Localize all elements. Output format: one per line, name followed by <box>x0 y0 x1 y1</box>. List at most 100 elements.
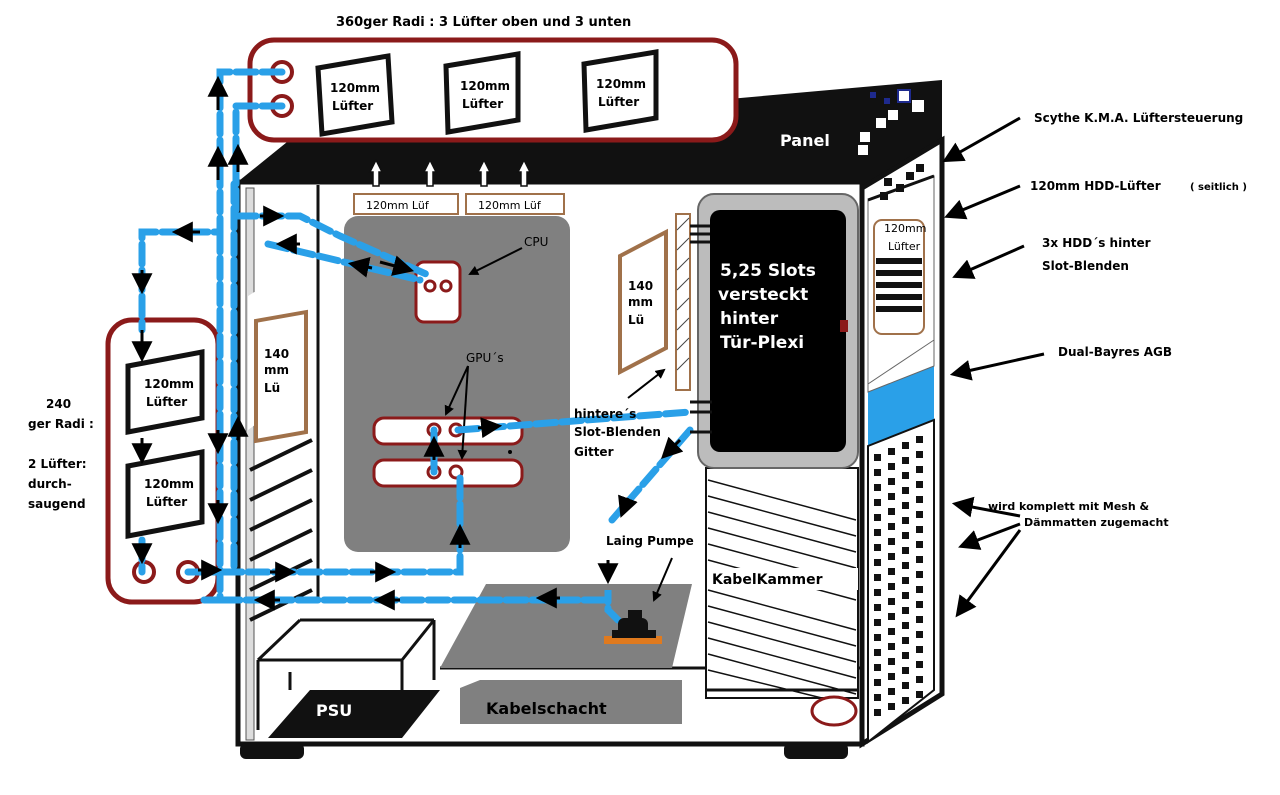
gpu-label: GPU´s <box>466 351 504 365</box>
mesh-hole <box>888 463 895 470</box>
mesh-hole <box>874 679 881 686</box>
svg-text:Lüfter: Lüfter <box>146 495 187 509</box>
mesh-hole <box>874 544 881 551</box>
mesh-hole <box>916 511 923 518</box>
mesh-hole <box>902 667 909 674</box>
mesh-hole <box>888 673 895 680</box>
side-radiator-label-3: 2 Lüfter: <box>28 457 87 471</box>
svg-text:mm: mm <box>264 363 289 377</box>
mesh-hole <box>916 631 923 638</box>
cpu-label: CPU <box>524 235 548 249</box>
drive-bay-door <box>710 210 846 452</box>
mesh-hole <box>902 472 909 479</box>
svg-text:120mm Lüf: 120mm Lüf <box>478 199 542 212</box>
mesh-hole <box>874 484 881 491</box>
svg-text:120mm: 120mm <box>460 79 510 93</box>
cable-chamber-label: KabelKammer <box>712 572 823 588</box>
slots-label-line3: hinter <box>720 309 779 329</box>
mesh-hole <box>874 694 881 701</box>
rear-grill-label-2: Slot-Blenden <box>574 425 661 439</box>
flow-arrows <box>131 75 684 611</box>
inner-fan-140: 140 mm Lü <box>618 228 668 376</box>
hdd-label-2: Slot-Blenden <box>1042 259 1129 273</box>
hdd-fan-inner-label-a: 120mm <box>884 222 926 235</box>
hdd-label-1: 3x HDD´s hinter <box>1042 236 1151 250</box>
mesh-hole <box>874 454 881 461</box>
front-side: 120mm Lüfter <box>867 164 935 745</box>
mesh-hole <box>874 559 881 566</box>
rear-slot-grill <box>675 213 691 391</box>
mesh-hole <box>874 589 881 596</box>
top-fan-1: 120mm Lüfter <box>315 53 395 137</box>
airflow-arrows <box>368 158 532 187</box>
mesh-hole <box>916 601 923 608</box>
side-fan-2: 120mm Lüfter <box>125 448 205 540</box>
mesh-hole <box>902 682 909 689</box>
mesh-hole <box>888 493 895 500</box>
mesh-hole <box>888 583 895 590</box>
mesh-hole <box>902 562 909 569</box>
mesh-hole <box>874 664 881 671</box>
mesh-hole <box>902 592 909 599</box>
side-radiator-label-1: 240 <box>46 397 71 411</box>
mesh-label-1: wird komplett mit Mesh & <box>988 500 1149 513</box>
mesh-hole <box>916 436 923 443</box>
mesh-hole <box>916 466 923 473</box>
mesh-hole <box>916 616 923 623</box>
svg-text:Lüfter: Lüfter <box>146 395 187 409</box>
svg-text:120mm: 120mm <box>330 81 380 95</box>
mesh-hole <box>888 523 895 530</box>
svg-text:mm: mm <box>628 295 653 309</box>
mesh-hole <box>888 553 895 560</box>
mesh-hole <box>902 697 909 704</box>
svg-text:120mm: 120mm <box>596 77 646 91</box>
mesh-hole <box>916 451 923 458</box>
mesh-hole <box>888 598 895 605</box>
svg-text:140: 140 <box>264 347 289 361</box>
side-radiator-label-2: ger Radi : <box>28 417 94 431</box>
mesh-hole <box>874 499 881 506</box>
pump-plate <box>440 584 692 668</box>
mesh-hole <box>916 541 923 548</box>
cable-grommet <box>810 695 858 727</box>
case-foot-right <box>784 743 848 759</box>
mesh-hole <box>902 457 909 464</box>
mesh-hole <box>888 658 895 665</box>
mesh-hole <box>874 649 881 656</box>
rear-grill-label-3: Gitter <box>574 445 614 459</box>
cable-duct <box>460 680 682 724</box>
inner-top-fan-1 <box>353 193 459 215</box>
hdd-fan-frame <box>873 219 925 335</box>
svg-text:120mm: 120mm <box>144 477 194 491</box>
mesh-hole <box>902 607 909 614</box>
hdd-fan-label: 120mm HDD-Lüfter <box>1030 179 1161 193</box>
gpu-block-2 <box>372 458 524 488</box>
case-foot-left <box>240 743 304 759</box>
mesh-hole <box>888 448 895 455</box>
mesh-hole <box>888 508 895 515</box>
mesh-hole <box>902 547 909 554</box>
svg-text:Lü: Lü <box>628 313 644 327</box>
mesh-hole <box>902 487 909 494</box>
right-annotations: Scythe K.M.A. Lüftersteuerung 120mm HDD-… <box>942 111 1247 618</box>
mesh-hole <box>916 586 923 593</box>
mesh-hole <box>902 622 909 629</box>
svg-text:120mm: 120mm <box>144 377 194 391</box>
mesh-hole <box>902 532 909 539</box>
mesh-hole <box>888 688 895 695</box>
mesh-hole <box>916 496 923 503</box>
mesh-hole <box>902 442 909 449</box>
pump-label: Laing Pumpe <box>606 534 694 548</box>
mesh-hole <box>916 646 923 653</box>
top-radiator-label: 360ger Radi : 3 Lüfter oben und 3 unten <box>336 15 631 30</box>
mesh-hole <box>916 676 923 683</box>
hdd-fan-inner-label-b: Lüfter <box>888 240 921 253</box>
svg-text:140: 140 <box>628 279 653 293</box>
mesh-hole <box>874 574 881 581</box>
slots-label-line2: versteckt <box>718 285 808 305</box>
mesh-hole <box>874 514 881 521</box>
rear-fan-140: 140 mm Lü <box>248 256 312 444</box>
mesh-hole <box>874 529 881 536</box>
mesh-hole <box>874 634 881 641</box>
